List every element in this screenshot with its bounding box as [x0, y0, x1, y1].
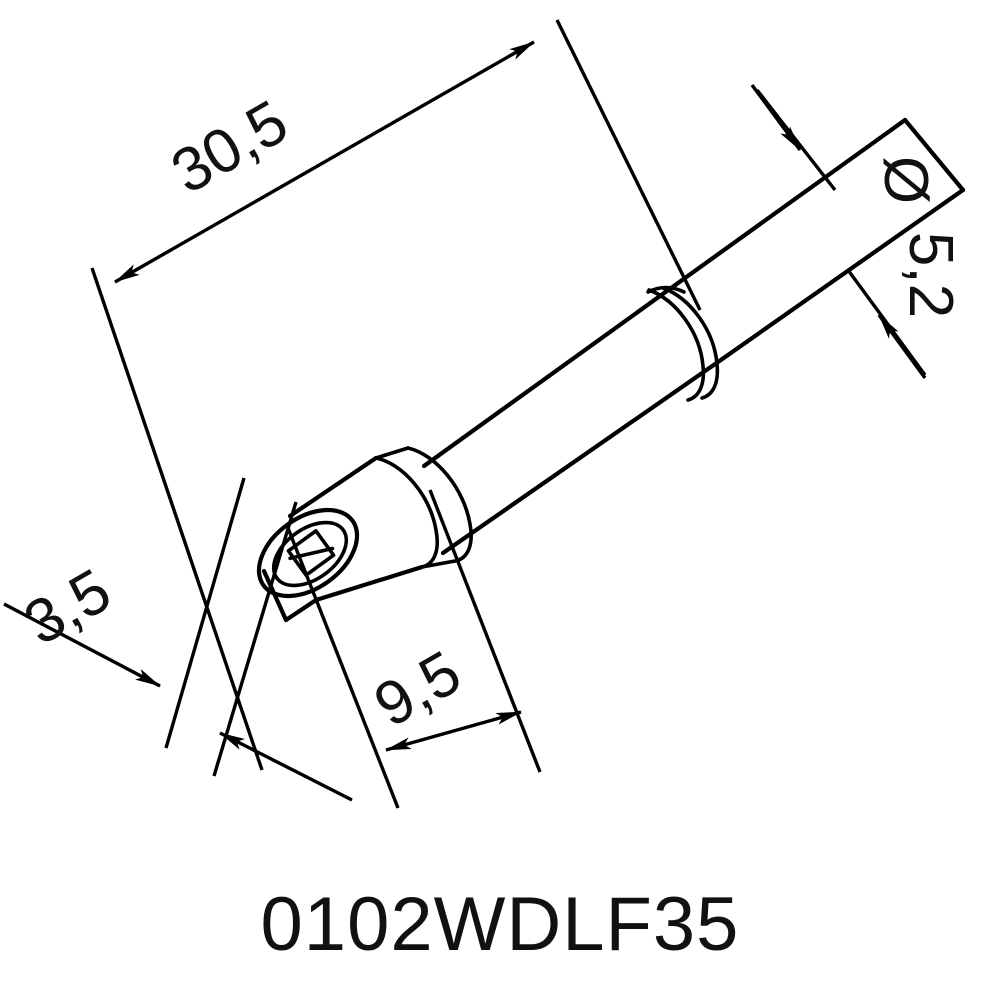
shaft-ring-back-arc	[646, 285, 686, 294]
tip-lower-edge	[313, 564, 425, 603]
tip-face-divider-line	[288, 546, 335, 561]
ext-line-3-5-a	[164, 477, 246, 749]
dim-line-9-5	[385, 710, 522, 752]
ext-line-30-5-left	[90, 267, 264, 771]
tip-shoulder-front-arc	[374, 456, 439, 569]
shaft-upper-edge	[421, 117, 908, 469]
dim-label-5-2-symbol: Ø	[871, 156, 940, 204]
tip-face-chisel-rect	[286, 529, 336, 577]
shaft-ring-inner-arc	[661, 286, 720, 400]
dimension-tip-length: 9,5	[286, 489, 542, 809]
ext-line-9-5-b	[428, 489, 542, 773]
dim-label-5-2-value: 5,2	[896, 232, 965, 318]
tip-nose-right-edge	[283, 597, 319, 623]
shaft-ring-outer-arc	[647, 288, 706, 402]
tip-face-inner-ellipse	[271, 520, 349, 588]
ext-line-9-5-a	[286, 527, 400, 809]
part-number-title: 0102WDLF35	[261, 882, 740, 967]
tip-nose-left-edge	[261, 568, 289, 623]
tip-shoulder-rear-arc	[406, 446, 473, 563]
dim-line-3-5-left	[3, 602, 161, 688]
tip-upper-edge	[287, 455, 379, 519]
dim-line-30-5	[114, 40, 535, 284]
dim-label-3-5: 3,5	[13, 556, 122, 659]
dimension-length-overall: 30,5	[90, 19, 702, 771]
dimension-shaft-diameter: Ø 5,2	[750, 83, 965, 380]
ext-line-30-5-right	[555, 19, 702, 311]
ext-line-3-5-b	[212, 501, 298, 777]
part-geometry	[256, 117, 966, 623]
dim-label-9-5: 9,5	[363, 638, 472, 741]
shaft-cutoff-edge	[902, 117, 966, 193]
tip-face-outer-ellipse	[256, 507, 360, 599]
dim-line-5-2-lower	[877, 313, 927, 380]
dim-line-5-2-upper	[750, 83, 802, 152]
tip-shoulder-bottom-edge	[420, 559, 457, 569]
tip-shoulder-top-edge	[374, 446, 410, 460]
dim-line-3-5-right	[219, 731, 353, 802]
